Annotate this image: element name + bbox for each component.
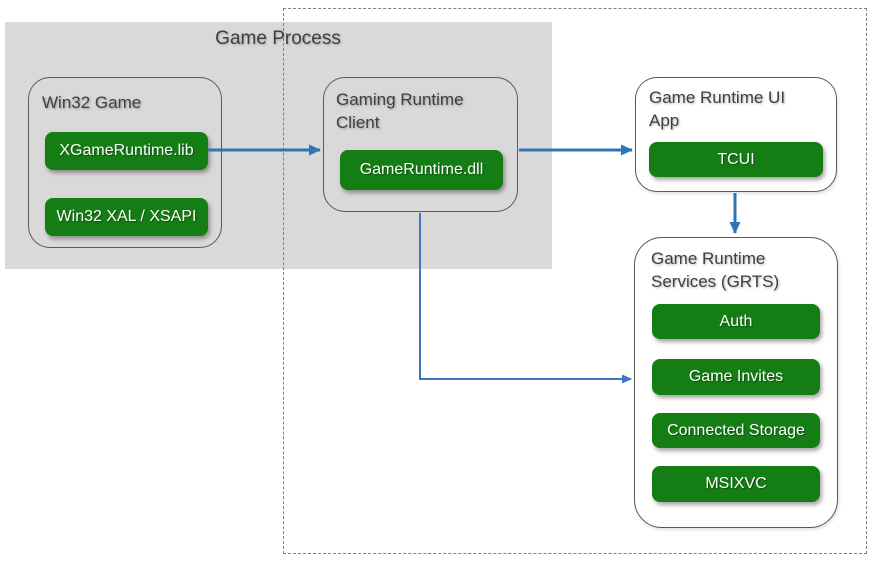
pill-win32-xal-xsapi: Win32 XAL / XSAPI [45,198,208,236]
node-game-runtime-ui-app: Game Runtime UI App TCUI [635,77,837,192]
pill-msixvc: MSIXVC [652,466,820,502]
pill-game-invites: Game Invites [652,359,820,395]
node-title: Win32 Game [42,93,142,112]
node-title: Game Runtime Services (GRTS) [651,249,780,291]
node-win32-game: Win32 Game XGameRuntime.lib Win32 XAL / … [28,77,222,248]
node-title: Game Runtime UI App [649,88,786,130]
pill-gameruntime-dll: GameRuntime.dll [340,150,503,190]
pill-auth: Auth [652,304,820,339]
node-game-runtime-services: Game Runtime Services (GRTS) Auth Game I… [634,237,838,528]
pill-tcui: TCUI [649,142,823,177]
game-process-title: Game Process [215,28,341,49]
node-title: Gaming Runtime Client [336,90,464,132]
pill-connected-storage: Connected Storage [652,413,820,448]
pill-xgameruntime-lib: XGameRuntime.lib [45,132,208,170]
node-gaming-runtime-client: Gaming Runtime Client GameRuntime.dll [323,77,518,212]
runtime-boundary-dashed-box [283,8,867,554]
